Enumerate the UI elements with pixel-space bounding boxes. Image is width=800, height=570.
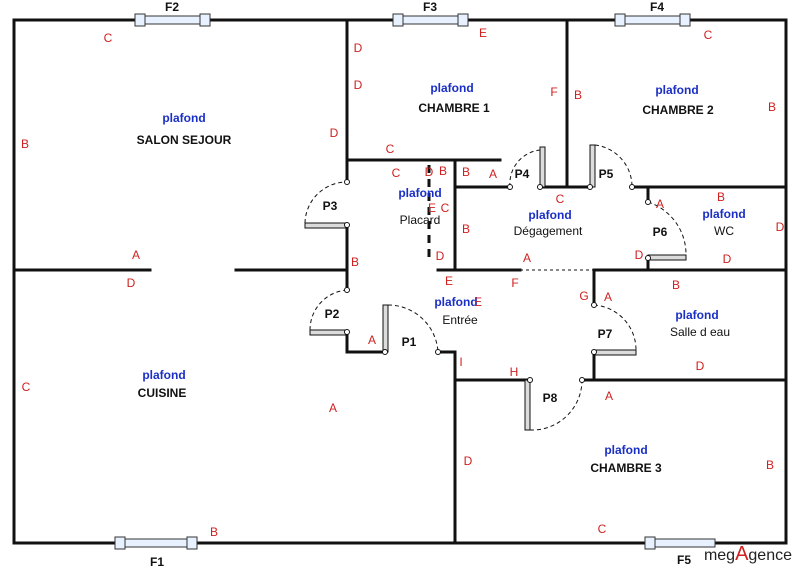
wall-marker: D — [329, 126, 339, 140]
wall-marker: A — [604, 389, 614, 403]
window-label-f4: F4 — [649, 0, 665, 14]
wall-marker: B — [461, 165, 471, 179]
wall-marker: D — [722, 252, 732, 266]
window-label-f3: F3 — [422, 0, 438, 14]
ceiling-label-chambre2: plafond — [655, 83, 699, 97]
wall-marker: D — [424, 165, 434, 179]
wall-marker: D — [775, 220, 785, 234]
wall-marker: C — [597, 522, 607, 536]
ceiling-label-chambre1: plafond — [430, 81, 474, 95]
room-degagement: Dégagement — [513, 224, 583, 238]
wall-marker: G — [579, 289, 589, 303]
wall-marker: D — [353, 78, 363, 92]
megagence-logo: megAgence — [704, 543, 792, 566]
room-wc: WC — [714, 224, 734, 238]
room-salon-sejour: SALON SEJOUR — [136, 133, 232, 147]
wall-marker: C — [391, 166, 401, 180]
door-label-p4: P4 — [514, 167, 530, 181]
door-label-p1: P1 — [401, 335, 417, 349]
windows — [114, 13, 716, 550]
wall-marker: A — [522, 251, 532, 265]
wall-marker: D — [435, 249, 445, 263]
wall-marker: B — [671, 278, 681, 292]
wall-marker: C — [440, 201, 450, 215]
exterior-walls — [12, 18, 788, 545]
room-salle-d-eau: Salle d eau — [669, 325, 731, 339]
wall-marker: F — [511, 276, 519, 290]
door-label-p8: P8 — [542, 391, 558, 405]
wall-marker: B — [767, 100, 777, 114]
wall-marker: A — [131, 248, 141, 262]
wall-marker: A — [367, 333, 377, 347]
ceiling-label-chambre3: plafond — [604, 443, 648, 457]
wall-marker: B — [765, 458, 775, 472]
wall-marker: A — [328, 401, 338, 415]
wall-marker: C — [555, 192, 565, 206]
window-label-f2: F2 — [164, 0, 180, 14]
wall-marker: I — [459, 355, 463, 369]
ceiling-label-placard: plafond — [398, 186, 442, 200]
ceiling-label-cuisine: plafond — [142, 368, 186, 382]
wall-marker: A — [488, 167, 498, 181]
wall-marker: D — [634, 248, 644, 262]
wall-marker: B — [209, 525, 219, 539]
wall-marker: C — [103, 31, 113, 45]
wall-marker: A — [655, 197, 665, 211]
room-entree: Entrée — [442, 313, 478, 327]
wall-marker: D — [126, 276, 136, 290]
room-chambre-2: CHAMBRE 2 — [642, 103, 714, 117]
room-placard: Placard — [399, 213, 441, 227]
room-cuisine: CUISINE — [137, 386, 187, 400]
door-label-p6: P6 — [652, 225, 668, 239]
wall-marker: A — [603, 290, 613, 304]
window-label-f1: F1 — [149, 555, 165, 569]
door-label-p5: P5 — [598, 167, 614, 181]
wall-marker: B — [350, 255, 360, 269]
wall-marker: B — [438, 164, 448, 178]
wall-marker: D — [695, 359, 705, 373]
room-chambre-1: CHAMBRE 1 — [418, 101, 490, 115]
window-label-f5: F5 — [676, 553, 692, 567]
logo-part2: gence — [748, 547, 792, 564]
wall-marker: H — [509, 365, 519, 379]
ceiling-label-entree: plafond — [434, 295, 478, 309]
door-label-p7: P7 — [597, 327, 613, 341]
wall-marker: F — [550, 85, 558, 99]
ceiling-label-degagement: plafond — [528, 208, 572, 222]
room-chambre-3: CHAMBRE 3 — [590, 461, 662, 475]
wall-marker: B — [461, 222, 471, 236]
wall-marker: B — [20, 137, 30, 151]
wall-marker: C — [385, 142, 395, 156]
wall-marker: C — [703, 28, 713, 42]
ceiling-label-wc: plafond — [702, 207, 746, 221]
door-label-p2: P2 — [324, 307, 340, 321]
doors — [304, 144, 687, 431]
wall-marker: E — [478, 26, 488, 40]
ceiling-label-salon: plafond — [162, 111, 206, 125]
interior-walls — [12, 18, 788, 545]
ceiling-label-salle-eau: plafond — [675, 308, 719, 322]
wall-marker: E — [473, 295, 483, 309]
logo-accent: A — [735, 543, 749, 565]
wall-marker: D — [353, 41, 363, 55]
wall-marker: B — [573, 88, 583, 102]
wall-marker: D — [463, 454, 473, 468]
wall-marker: E — [427, 201, 437, 215]
wall-marker: C — [21, 380, 31, 394]
wall-marker: B — [716, 190, 726, 204]
logo-part1: meg — [703, 547, 736, 564]
wall-marker: E — [444, 274, 454, 288]
door-label-p3: P3 — [322, 199, 338, 213]
